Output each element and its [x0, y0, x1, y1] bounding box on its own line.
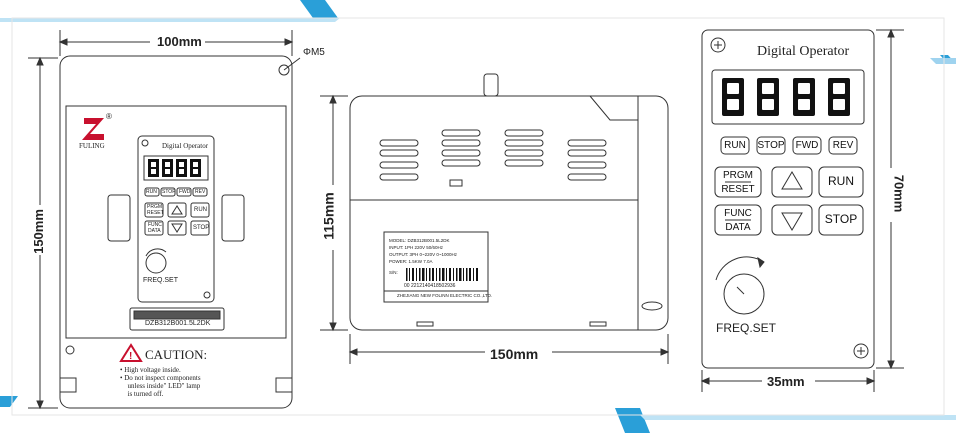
nameplate-row-input: INPUT: 1PH 220V 50/60Hz [389, 245, 444, 250]
small-key-stop: STOP [162, 189, 176, 195]
serial-label: DZB312B001.5L2DK [145, 320, 211, 327]
nameplate-row-model: MODEL: DZB312B001.5L2DK [389, 238, 450, 243]
hole-label: ΦM5 [303, 47, 325, 58]
panel-height-label: 70mm [891, 174, 907, 213]
panel-width-label: 35mm [767, 374, 805, 389]
caution-line-3: unless inside" LED" lamp [124, 382, 201, 390]
small-key-rev: REV [195, 189, 206, 195]
small-key-run: RUN [146, 189, 157, 195]
func-key-label[interactable]: FUNC [724, 208, 752, 219]
brand-reg: ® [106, 112, 112, 121]
brand-name: FULING [79, 142, 105, 150]
small-key-stop2: STOP [193, 225, 210, 231]
side-width-label: 150mm [490, 346, 539, 362]
prgm-key-label[interactable]: PRGM [723, 170, 753, 181]
front-width-label: 100mm [157, 34, 202, 49]
nameplate-maker: ZHEJIANG NEW FOLINN ELECTRIC CO.,LTD. [397, 293, 493, 298]
nameplate-row-output: OUTPUT: 3PH 0~220V 0~1000Hz [389, 252, 458, 257]
svg-text:!: ! [129, 351, 132, 362]
stop-big-key-label[interactable]: STOP [824, 212, 858, 226]
nameplate-barcode-num: 00 2212140418502936 [404, 283, 456, 289]
caution-line-4: is turned off. [124, 390, 164, 398]
small-operator-title: Digital Operator [162, 142, 209, 150]
run-key-label[interactable]: RUN [724, 140, 746, 151]
data-key-label[interactable]: DATA [725, 222, 751, 233]
fwd-key-label[interactable]: FWD [795, 140, 819, 151]
small-key-prgm: PRGM [147, 204, 162, 210]
fuling-logo [82, 118, 104, 140]
small-freq-label: FREQ.SET [143, 277, 179, 284]
small-key-func: FUNC [148, 222, 162, 228]
nameplate-row-sn: S/N: [389, 270, 398, 275]
rev-key-label[interactable]: REV [832, 140, 854, 151]
barcode [406, 268, 478, 281]
caution-line-1: • High voltage inside. [120, 366, 181, 374]
stop-key-label[interactable]: STOP [757, 140, 785, 151]
reset-key-label[interactable]: RESET [721, 184, 755, 195]
small-key-data: DATA [148, 228, 161, 234]
operator-title: Digital Operator [757, 44, 850, 59]
caution-title: CAUTION: [145, 347, 208, 362]
small-key-run2: RUN [194, 207, 207, 213]
small-key-reset: RESET [147, 210, 164, 216]
nameplate-row-power: POWER: 1.5KW 7.0A [389, 259, 433, 264]
small-key-fwd: FWD [179, 189, 191, 195]
freq-set-label: FREQ.SET [716, 321, 777, 335]
run-big-key-label[interactable]: RUN [828, 174, 854, 188]
caution-line-2: • Do not inspect components [120, 374, 201, 382]
